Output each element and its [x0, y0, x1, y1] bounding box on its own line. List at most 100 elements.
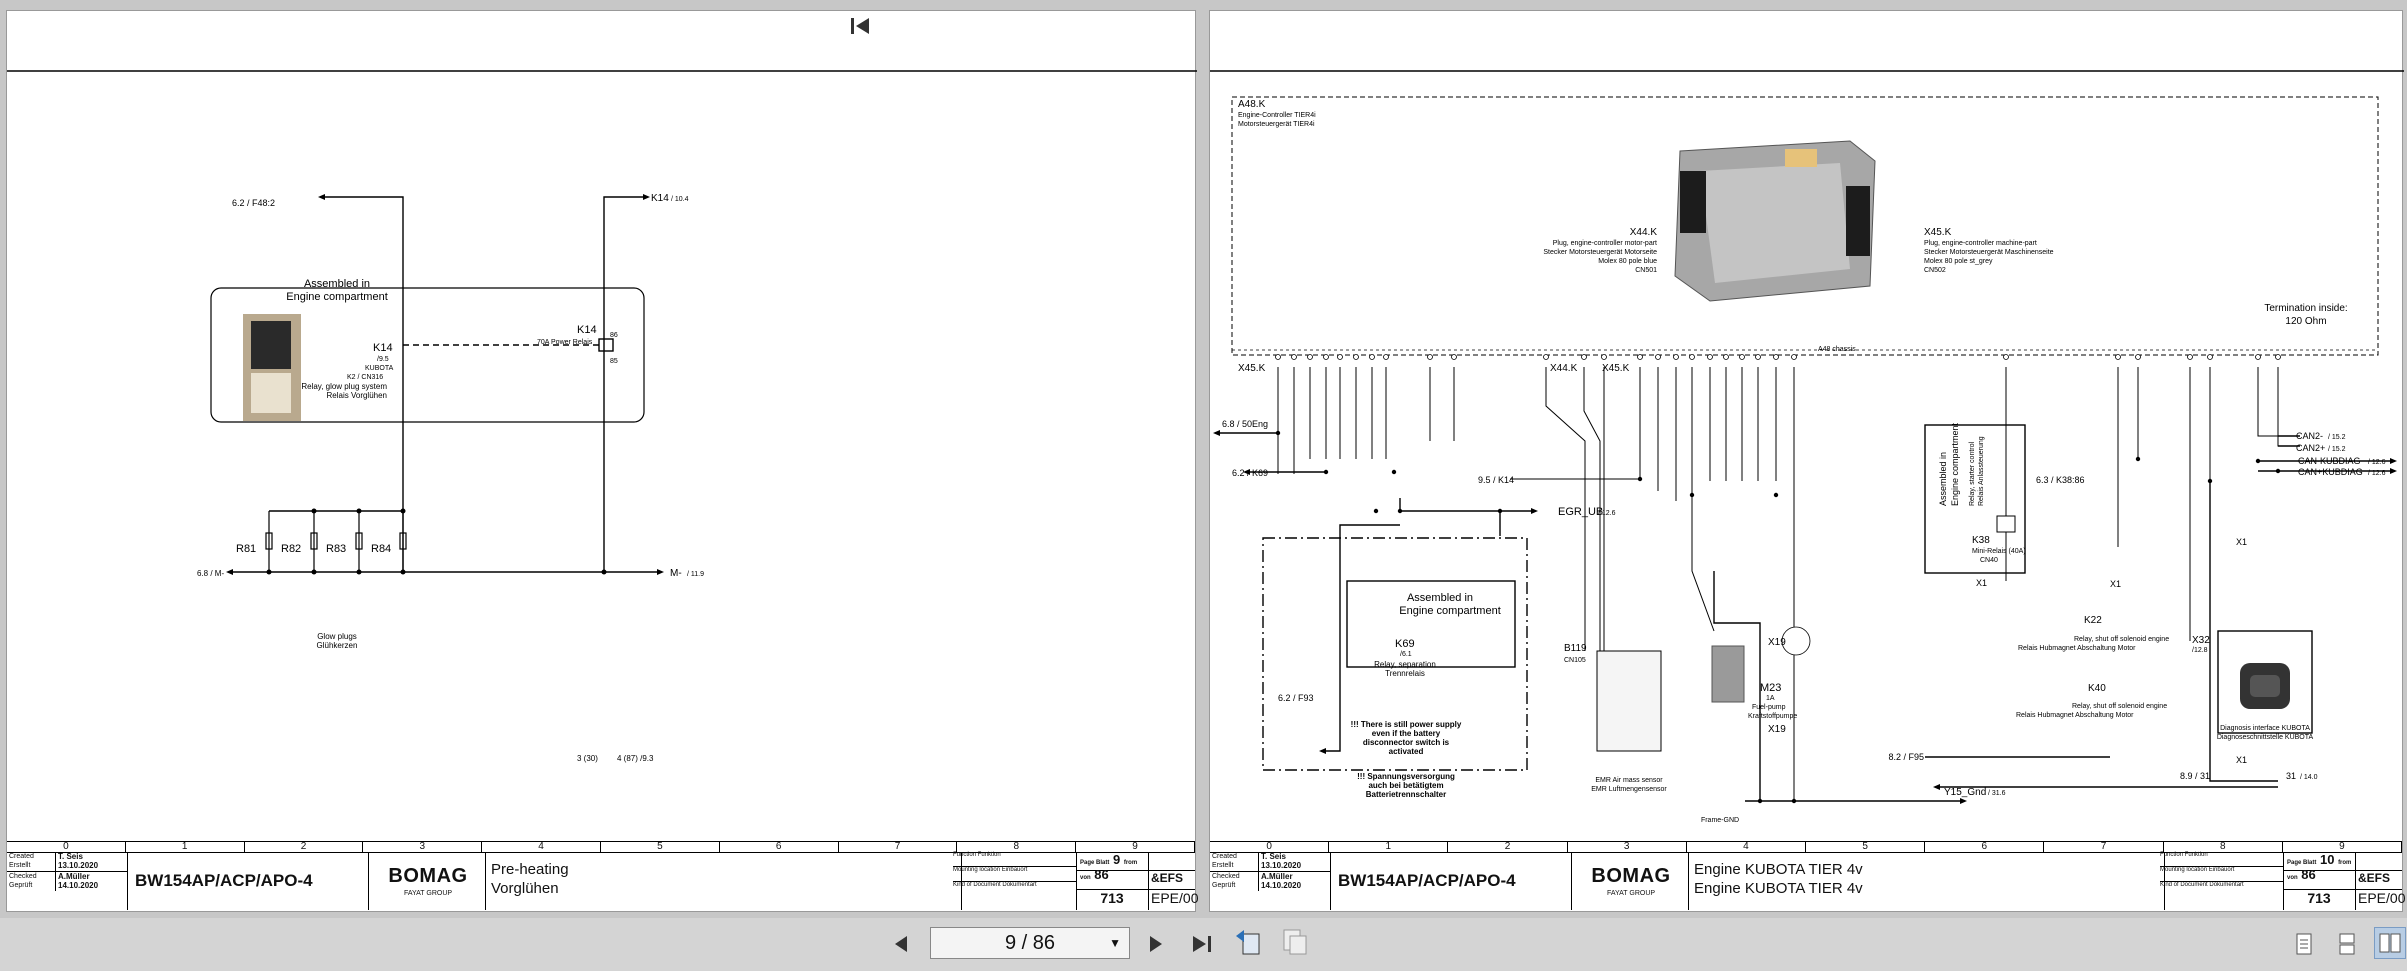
assembled-label: Assembled in [304, 278, 370, 290]
x44-desc: Plug, engine-controller motor-part [1553, 240, 1657, 247]
model-name: BW154AP/ACP/APO-4 [1332, 852, 1572, 910]
previous-page-button[interactable] [888, 929, 914, 959]
two-page-icon [2379, 933, 2401, 953]
doc-number: 713 [1100, 890, 1124, 906]
m23-desc: Fuel-pump [1752, 704, 1786, 711]
column-number: 5 [1806, 842, 1926, 852]
warning-text-de: auch bei betätigtem [1368, 781, 1443, 790]
can-kubdiag-plus-page: / 12.6 [2368, 470, 2386, 477]
ref-k69: 6.2 / K69 [1232, 468, 1268, 478]
assembled-label: Assembled in [1407, 592, 1473, 604]
page-total: 86 [1094, 867, 1109, 882]
k14-reference: K14 [651, 193, 669, 204]
epe-code: EPE/00 [1151, 890, 1199, 906]
x32-desc: Diagnosis interface KUBOTA [2220, 725, 2310, 732]
m-minus-left: 6.8 / M- [197, 569, 224, 578]
continuous-view-button[interactable] [2335, 929, 2359, 959]
b119-desc: EMR Air mass sensor [1595, 777, 1663, 784]
a48-desc-2: Motorsteuergerät TIER4i [1238, 121, 1315, 128]
ecu-photo [1674, 140, 1876, 302]
m23-desc-2: Kraftstoffpumpe [1748, 713, 1797, 720]
column-number: 7 [2044, 842, 2164, 852]
doc-number: 713 [2307, 890, 2331, 906]
x32-page: /12.8 [2192, 647, 2208, 654]
m-minus-right-page: / 11.9 [687, 571, 704, 578]
k38-desc-2: Relais Anlassteuerung [1978, 436, 1985, 506]
can2-minus-page: / 15.2 [2328, 434, 2346, 441]
logo-text: BOMAG [388, 865, 468, 887]
created-date: 13.10.2020 [58, 861, 99, 870]
column-number: 7 [839, 842, 958, 852]
page-key: Page Blatt [1080, 860, 1110, 866]
x1-150-label: X1 [1976, 578, 1987, 588]
a48-label: A48.K [1238, 99, 1266, 110]
checked-key: Checked [1212, 873, 1240, 880]
y15-gnd-label: Y15_Gnd [1944, 787, 1986, 798]
created-key-de: Erstellt [9, 862, 31, 869]
two-page-view-button[interactable] [2374, 927, 2406, 959]
x19-label: X19 [1768, 637, 1786, 648]
first-page-icon [851, 18, 869, 34]
can2-plus-page: / 15.2 [2328, 446, 2346, 453]
column-number: 5 [601, 842, 720, 852]
k38-assembled: Assembled in [1938, 452, 1948, 506]
b119-desc-2: EMR Luftmengensensor [1591, 786, 1667, 793]
column-number: 4 [1687, 842, 1807, 852]
k38-desc: Relay, starter control [1969, 441, 1976, 506]
can2-minus: CAN2- [2296, 431, 2323, 441]
assembled-label-2: Engine compartment [1399, 605, 1501, 617]
k69-desc-2: Trennrelais [1385, 669, 1425, 678]
sheet-title: Engine KUBOTA TIER 4v [1694, 861, 1863, 878]
m-minus-right: M- [670, 568, 682, 579]
connector-pins [1275, 354, 2281, 656]
column-number: 8 [957, 842, 1077, 852]
pin-86: 86 [610, 332, 618, 339]
single-page-view-button[interactable] [2292, 929, 2316, 959]
created-key-de: Erstellt [1212, 862, 1234, 869]
column-number: 8 [2164, 842, 2283, 852]
r84-label: R84 [371, 543, 391, 555]
page-forward-button[interactable] [1280, 927, 1310, 957]
x32-label: X32 [2192, 635, 2210, 646]
page-key: Page Blatt [2287, 860, 2317, 866]
epe-code: EPE/00 [2358, 890, 2406, 906]
previous-page-icon [895, 936, 907, 952]
warning-text: disconnector switch is [1363, 738, 1450, 747]
ref-k38: 6.3 / K38:86 [2036, 475, 2085, 485]
k14-reference-page: / 10.4 [671, 196, 689, 203]
chevron-down-icon: ▼ [1109, 936, 1121, 950]
page-back-button[interactable] [1233, 927, 1263, 957]
egr-ub-page: / 12.6 [1598, 510, 1616, 517]
first-page-button[interactable] [845, 11, 875, 41]
next-page-button[interactable] [1143, 929, 1169, 959]
engine-schematic: A48.K Engine-Controller TIER4i Motorsteu… [1210, 70, 2404, 824]
k14-connector: K2 / CN316 [347, 374, 383, 381]
created-by: T. Seis [1261, 852, 1286, 861]
page-indicator: 9 / 86 [1004, 931, 1056, 954]
sheet-title-de: Engine KUBOTA TIER 4v [1694, 880, 1863, 897]
can2-plus: CAN2+ [2296, 443, 2325, 453]
column-number: 6 [1925, 842, 2045, 852]
last-page-icon [1193, 936, 1211, 952]
function-label: Function Funktion [953, 852, 1076, 867]
x45-connector: CN502 [1924, 267, 1946, 274]
r83-label: R83 [326, 543, 346, 555]
column-number: 1 [126, 842, 245, 852]
warning-text-de: !!! Spannungsversorgung [1357, 772, 1455, 781]
column-number: 9 [2283, 842, 2403, 852]
page-number-select[interactable]: 9 / 86 ▼ [930, 927, 1130, 959]
k40-desc-2: Relais Hubmagnet Abschaltung Motor [2016, 712, 2134, 719]
pre-heating-schematic: 6.2 / F48:2 K14 / 10.4 Assembled in Engi… [7, 70, 1197, 763]
last-page-button[interactable] [1187, 929, 1217, 959]
efs-code: &EFS [2356, 871, 2402, 890]
k69-desc: Relay, separation [1374, 660, 1436, 669]
checked-key: Checked [9, 873, 37, 880]
x44k-row-label: X44.K [1550, 363, 1578, 374]
